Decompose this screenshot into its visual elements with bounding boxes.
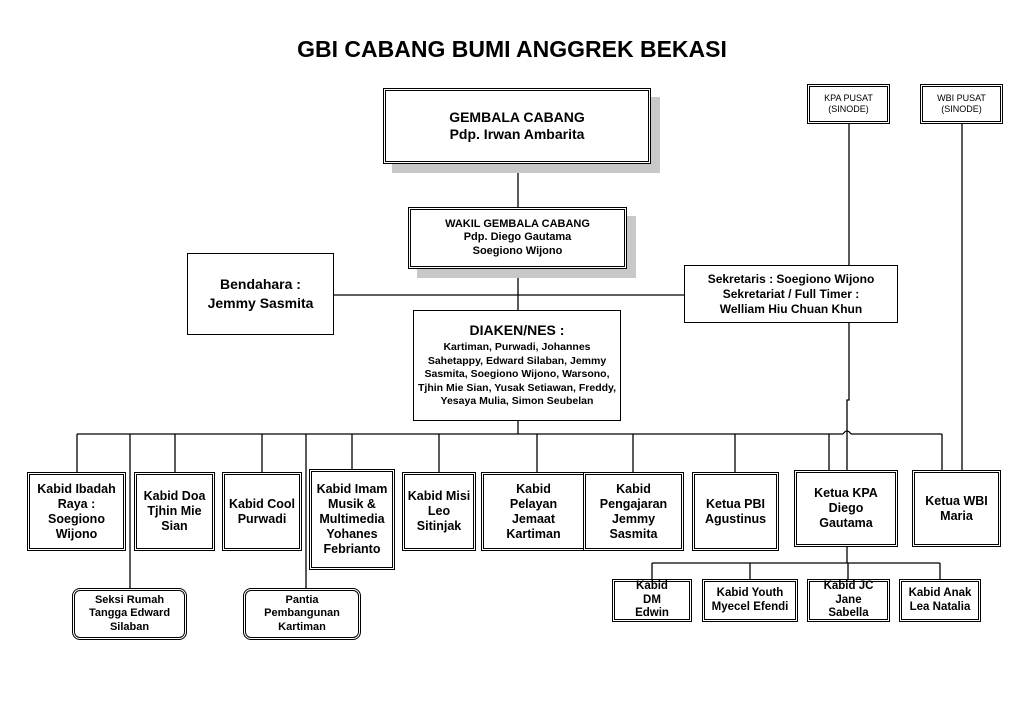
wbi-pusat-line1: WBI PUSAT xyxy=(937,93,986,104)
department-text: Kabid Doa Tjhin Mie Sian xyxy=(143,489,206,533)
wakil-role: WAKIL GEMBALA CABANG xyxy=(445,218,590,231)
sekretaris-line3: Welliam Hiu Chuan Khun xyxy=(719,301,863,316)
gembala-box: GEMBALA CABANG Pdp. Irwan Ambarita xyxy=(383,88,651,164)
committee-text: Pantia Pembangunan Kartiman xyxy=(264,594,340,633)
department-text: Kabid Misi Leo Sitinjak xyxy=(407,489,471,533)
department-text: Kabid Ibadah Raya : Soegiono Wijono xyxy=(37,481,116,541)
committee-box-pembangunan: Pantia Pembangunan Kartiman xyxy=(243,588,361,640)
sekretaris-line1: Sekretaris : Soegiono Wijono xyxy=(707,271,875,286)
gembala-name: Pdp. Irwan Ambarita xyxy=(449,126,585,142)
diaken-members: Kartiman, Purwadi, Johannes Sahetappy, E… xyxy=(418,341,617,408)
department-box-pengajaran: Kabid Pengajaran Jemmy Sasmita xyxy=(583,472,684,551)
department-text: Kabid Cool Purwadi xyxy=(229,496,295,526)
department-text: Kabid Pengajaran Jemmy Sasmita xyxy=(599,481,668,541)
department-box-pelayan-jemaat: Kabid Pelayan Jemaat Kartiman xyxy=(481,472,586,551)
department-text: Kabid Pelayan Jemaat Kartiman xyxy=(506,481,561,541)
kpa-unit-text: Kabid JC Jane Sabella xyxy=(823,579,874,620)
wbi-pusat-line2: (SINODE) xyxy=(941,104,982,114)
connector xyxy=(846,124,850,470)
chart-title: GBI CABANG BUMI ANGGREK BEKASI xyxy=(297,36,727,62)
department-text: Ketua WBI Maria xyxy=(925,493,988,523)
committee-text: Seksi Rumah Tangga Edward Silaban xyxy=(88,594,171,633)
bendahara-box: Bendahara : Jemmy Sasmita xyxy=(187,253,334,335)
kpa-unit-text: Kabid DM Edwin xyxy=(635,579,669,620)
department-box-wbi: Ketua WBI Maria xyxy=(912,470,1001,547)
diaken-box: DIAKEN/NES : Kartiman, Purwadi, Johannes… xyxy=(413,310,621,421)
department-box-misi: Kabid Misi Leo Sitinjak xyxy=(402,472,476,551)
wakil-name1: Pdp. Diego Gautama xyxy=(463,231,572,244)
sekretaris-line2: Sekretariat / Full Timer : xyxy=(722,286,860,301)
wakil-name2: Soegiono Wijono xyxy=(472,244,563,257)
kpa-unit-box-youth: Kabid Youth Myecel Efendi xyxy=(702,579,798,622)
wbi-pusat-box: WBI PUSAT (SINODE) xyxy=(920,84,1003,124)
kpa-unit-box-dm: Kabid DM Edwin xyxy=(612,579,692,622)
department-box-doa: Kabid Doa Tjhin Mie Sian xyxy=(134,472,215,551)
department-text: Ketua PBI Agustinus xyxy=(704,496,767,526)
department-box-imam-musik: Kabid Imam Musik & Multimedia Yohanes Fe… xyxy=(309,469,395,570)
bendahara-role: Bendahara : xyxy=(220,276,301,293)
department-box-cool: Kabid Cool Purwadi xyxy=(222,472,302,551)
department-box-kpa: Ketua KPA Diego Gautama xyxy=(794,470,898,547)
kpa-unit-text: Kabid Anak Lea Natalia xyxy=(908,586,972,613)
kpa-unit-box-jc: Kabid JC Jane Sabella xyxy=(807,579,890,622)
bendahara-name: Jemmy Sasmita xyxy=(207,295,314,311)
kpa-pusat-line2: (SINODE) xyxy=(828,104,869,114)
department-box-ibadah: Kabid Ibadah Raya : Soegiono Wijono xyxy=(27,472,126,551)
department-text: Ketua KPA Diego Gautama xyxy=(814,486,878,530)
diaken-role: DIAKEN/NES : xyxy=(469,322,565,339)
sekretaris-box: Sekretaris : Soegiono Wijono Sekretariat… xyxy=(684,265,898,323)
kpa-unit-box-anak: Kabid Anak Lea Natalia xyxy=(899,579,981,622)
kpa-pusat-box: KPA PUSAT (SINODE) xyxy=(807,84,890,124)
gembala-role: GEMBALA CABANG xyxy=(449,109,585,126)
kpa-unit-text: Kabid Youth Myecel Efendi xyxy=(711,586,789,613)
kpa-pusat-line1: KPA PUSAT xyxy=(824,93,873,104)
department-text: Kabid Imam Musik & Multimedia Yohanes Fe… xyxy=(316,482,388,556)
department-box-pbi: Ketua PBI Agustinus xyxy=(692,472,779,551)
committee-box-rumah-tangga: Seksi Rumah Tangga Edward Silaban xyxy=(72,588,187,640)
wakil-box: WAKIL GEMBALA CABANG Pdp. Diego Gautama … xyxy=(408,207,627,269)
